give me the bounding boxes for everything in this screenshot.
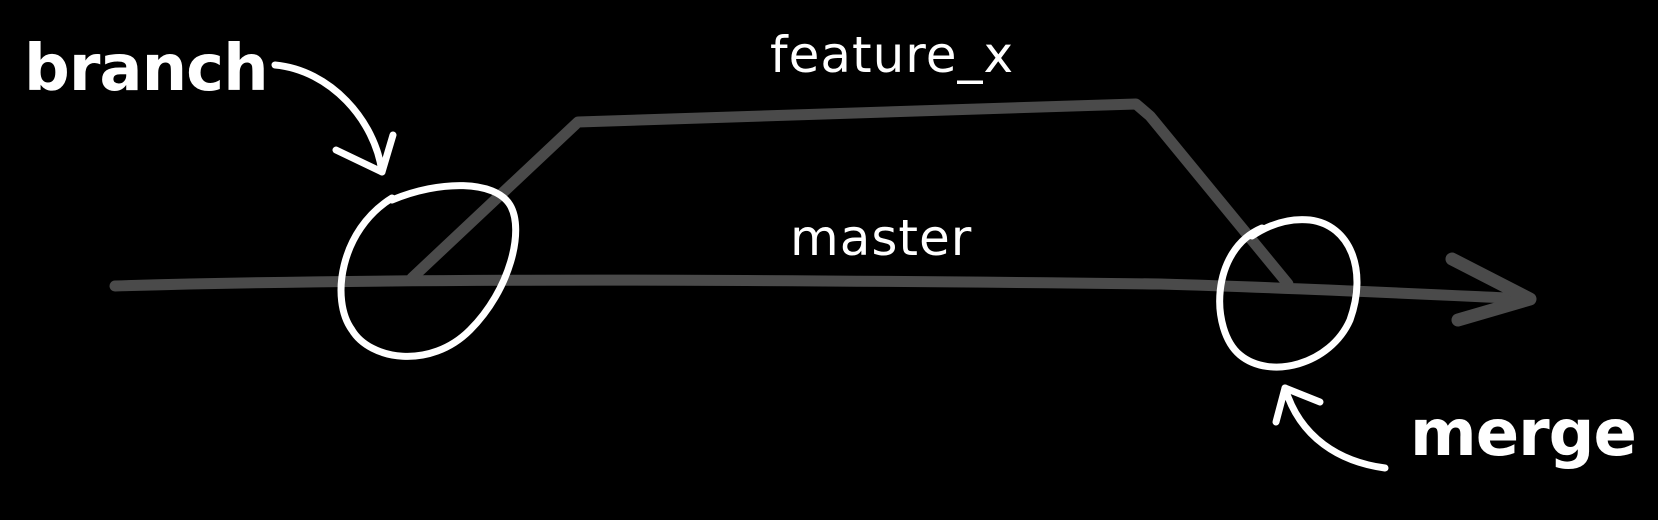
branch-label: branch	[24, 32, 268, 106]
merge-arrowhead-icon	[1272, 384, 1324, 426]
branch-arrow-icon	[271, 61, 386, 176]
master-line	[109, 274, 1536, 305]
merge-arrow-icon	[1281, 384, 1389, 472]
merge-point-circle	[1216, 216, 1361, 371]
merge-label: merge	[1410, 397, 1636, 471]
master-label: master	[790, 209, 972, 267]
feature-branch-line	[406, 98, 1294, 290]
branch-arrowhead-icon	[332, 131, 397, 176]
master-arrowhead-icon	[1445, 252, 1537, 327]
feature-branch-label: feature_x	[770, 26, 1014, 84]
branch-point-circle	[337, 182, 520, 360]
